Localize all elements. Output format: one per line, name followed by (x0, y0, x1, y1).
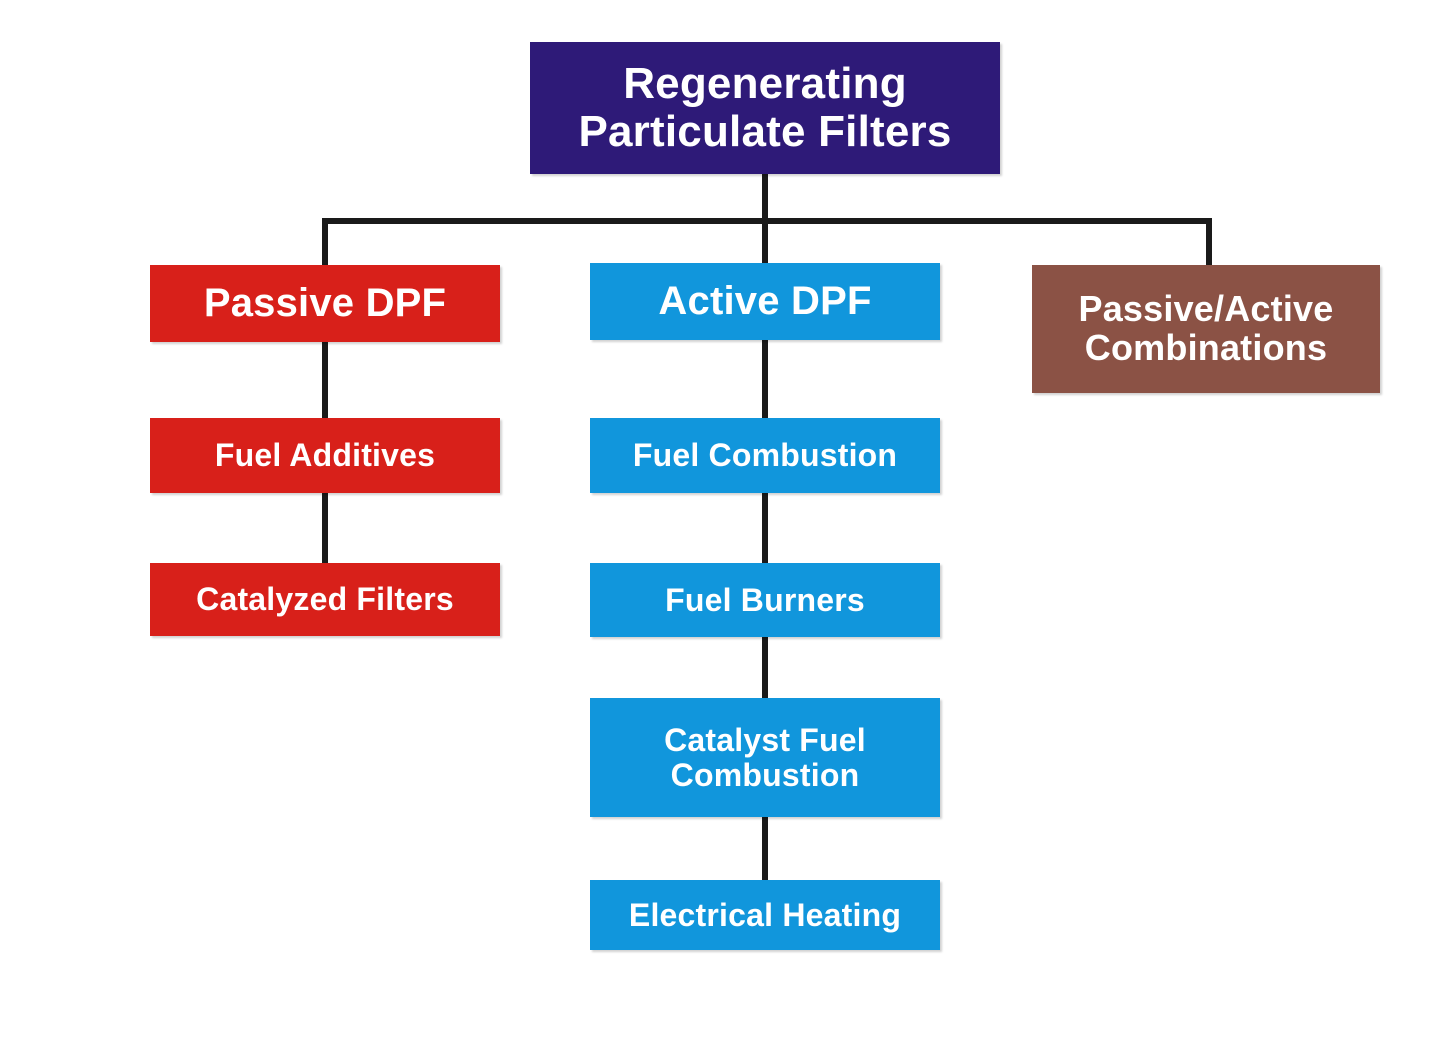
connector-bus-to-combination (1206, 218, 1212, 268)
node-root-label: Regenerating Particulate Filters (578, 59, 952, 156)
node-fuel-burners-label: Fuel Burners (665, 581, 865, 618)
node-catalyst-fuel-combustion-label: Catalyst Fuel Combustion (664, 721, 866, 793)
connector-active-to-fuel-combustion (762, 338, 768, 422)
node-active-dpf-label: Active DPF (658, 278, 872, 323)
node-fuel-additives[interactable]: Fuel Additives (150, 418, 500, 493)
node-fuel-burners[interactable]: Fuel Burners (590, 563, 940, 637)
node-passive-dpf-label: Passive DPF (203, 280, 447, 325)
node-passive-dpf[interactable]: Passive DPF (150, 265, 500, 342)
node-catalyzed-filters[interactable]: Catalyzed Filters (150, 563, 500, 636)
node-electrical-heating[interactable]: Electrical Heating (590, 880, 940, 950)
connector-root-down (762, 172, 768, 224)
connector-passive-to-fuel-additives (322, 338, 328, 422)
connector-fuel-combustion-to-fuel-burners (762, 489, 768, 567)
node-fuel-combustion[interactable]: Fuel Combustion (590, 418, 940, 493)
connector-bus-to-passive (322, 218, 328, 268)
node-root-regenerating-particulate-filters[interactable]: Regenerating Particulate Filters (530, 42, 1000, 174)
node-electrical-heating-label: Electrical Heating (628, 896, 902, 933)
node-fuel-additives-label: Fuel Additives (214, 437, 436, 474)
node-catalyst-fuel-combustion[interactable]: Catalyst Fuel Combustion (590, 698, 940, 817)
node-active-dpf[interactable]: Active DPF (590, 263, 940, 340)
connector-bus-to-active (762, 218, 768, 268)
connector-fuel-additives-to-catalyzed-filters (322, 489, 328, 567)
node-fuel-combustion-label: Fuel Combustion (632, 437, 898, 474)
node-catalyzed-filters-label: Catalyzed Filters (196, 581, 454, 618)
connector-fuel-burners-to-catalyst-fuel-combustion (762, 633, 768, 702)
node-passive-active-combinations-label: Passive/Active Combinations (1078, 288, 1334, 368)
node-passive-active-combinations[interactable]: Passive/Active Combinations (1032, 265, 1380, 393)
connector-catalyst-fuel-combustion-to-electrical-heating (762, 813, 768, 884)
